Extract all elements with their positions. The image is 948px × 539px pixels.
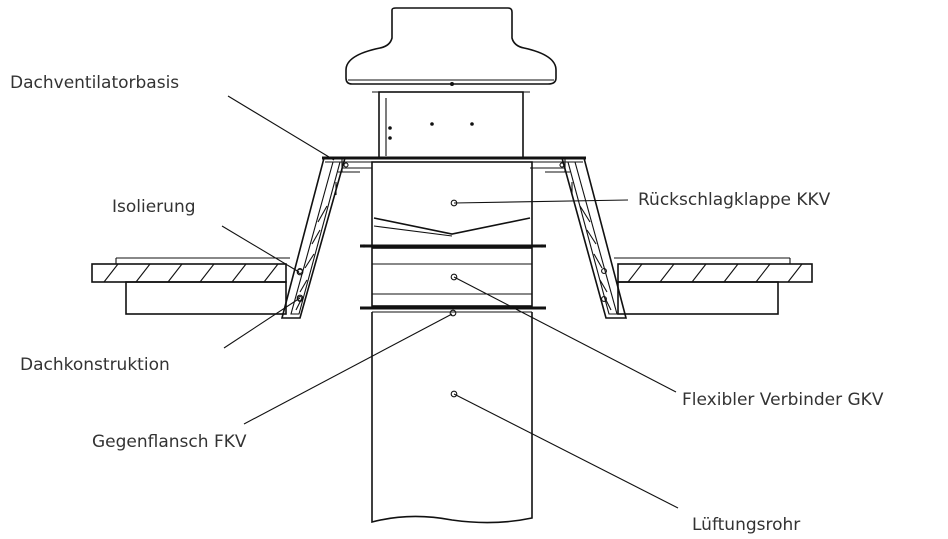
flange-upper	[360, 244, 546, 248]
fan-hood	[345, 7, 557, 86]
label-flexibler-verbinder: Flexibler Verbinder GKV	[682, 390, 884, 410]
flexible-connector-gkv	[371, 247, 533, 307]
label-dachventilatorbasis: Dachventilatorbasis	[10, 73, 179, 93]
label-gegenflansch: Gegenflansch FKV	[92, 432, 247, 452]
label-isolierung: Isolierung	[112, 197, 196, 217]
label-rueckschlagklappe: Rückschlagklappe KKV	[638, 190, 831, 210]
ventilation-duct	[371, 312, 533, 524]
left-roof-curb	[280, 157, 372, 319]
label-lueftungsrohr: Lüftungsrohr	[692, 515, 800, 535]
right-roof-slab	[614, 257, 813, 315]
label-dachkonstruktion: Dachkonstruktion	[20, 355, 170, 375]
fan-neck	[372, 91, 530, 159]
left-roof-slab	[91, 257, 290, 315]
check-valve-kkv	[371, 161, 533, 247]
right-roof-curb	[530, 157, 628, 319]
leader-lines	[221, 95, 679, 509]
